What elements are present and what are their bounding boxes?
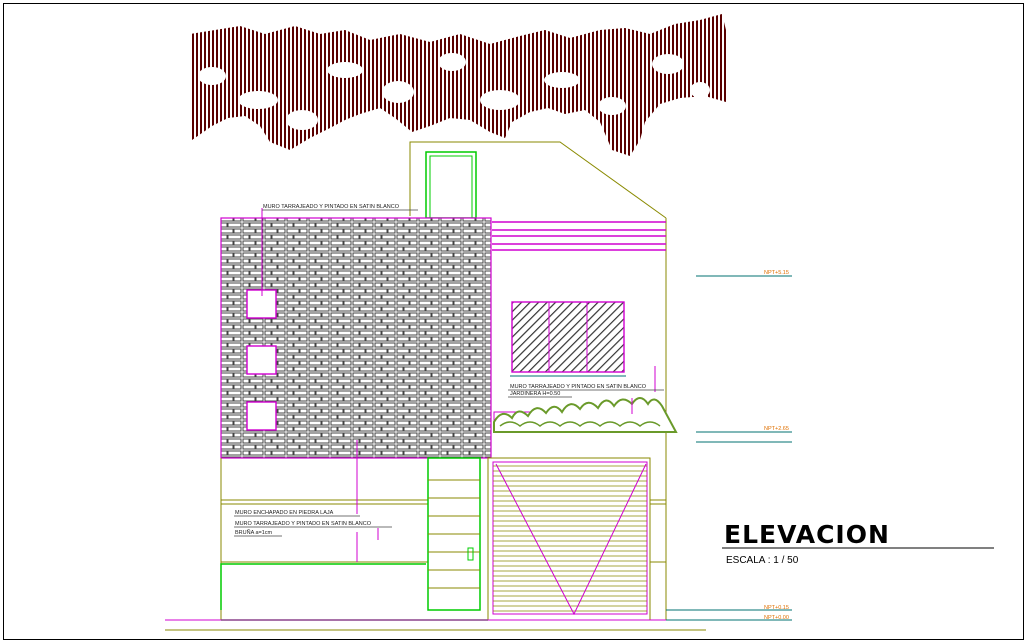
level-marker-lower: NPT+0.15 bbox=[666, 605, 792, 611]
front-window bbox=[510, 301, 626, 377]
level-marker-upper: NPT+5.15 bbox=[696, 270, 792, 277]
drawing-frame bbox=[3, 3, 1024, 640]
annotation-stone-veneer: MURO ENCHAPADO EN PIEDRA LAJA bbox=[235, 510, 334, 516]
planter-box bbox=[493, 397, 678, 433]
level-label-lower: NPT+0.15 bbox=[764, 605, 789, 611]
roof-door bbox=[425, 151, 477, 219]
stone-wall-windows bbox=[246, 289, 277, 431]
annotation-wall-plaster-top: MURO TARRAJEADO Y PINTADO EN SATIN BLANC… bbox=[263, 204, 400, 210]
tree-canopy bbox=[190, 14, 728, 156]
level-label-ground: NPT+0.00 bbox=[764, 615, 789, 621]
annotation-wall-plaster-low: MURO TARRAJEADO Y PINTADO EN SATIN BLANC… bbox=[235, 521, 372, 527]
drawing-scale: ESCALA : 1 / 50 bbox=[726, 555, 799, 566]
level-label-upper: NPT+5.15 bbox=[764, 270, 789, 276]
annotation-bruna: BRUÑA a=1cm bbox=[235, 529, 273, 536]
level-marker-middle: NPT+2.65 bbox=[696, 426, 792, 443]
entry-door bbox=[427, 457, 481, 611]
level-marker-ground: NPT+0.00 bbox=[666, 615, 792, 621]
leader-lines bbox=[261, 208, 656, 562]
annotation-underlines bbox=[234, 209, 664, 537]
annotation-wall-plaster-mid: MURO TARRAJEADO Y PINTADO EN SATIN BLANC… bbox=[510, 384, 647, 390]
drawing-title: ELEVACION bbox=[724, 520, 890, 549]
level-label-middle: NPT+2.65 bbox=[764, 426, 789, 432]
garage-door bbox=[487, 457, 651, 621]
annotation-planter: JARDINERA H=0.50 bbox=[510, 391, 560, 397]
